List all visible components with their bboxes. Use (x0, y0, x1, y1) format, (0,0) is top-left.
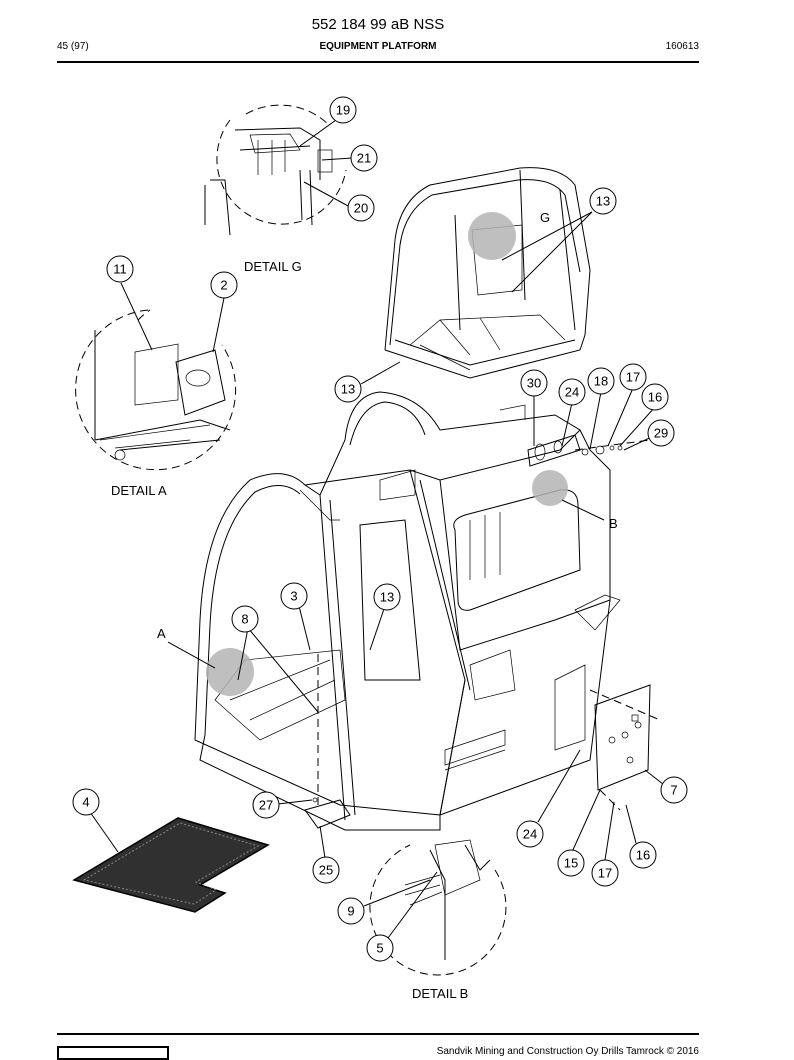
cab-roof-module (384, 167, 591, 379)
document-number: 552 184 99 aB NSS (311, 16, 445, 33)
callout-13-floor: 13 (334, 375, 362, 403)
svg-text:24: 24 (523, 827, 537, 842)
svg-text:5: 5 (376, 941, 383, 956)
callout-18: 18 (587, 367, 615, 395)
header-rule (57, 61, 699, 63)
callout-5: 5 (366, 934, 394, 962)
svg-text:15: 15 (564, 856, 578, 871)
callout-29: 29 (647, 419, 675, 447)
svg-text:9: 9 (347, 904, 354, 919)
svg-text:8: 8 (241, 612, 248, 627)
detail-a-view (75, 282, 237, 471)
svg-text:17: 17 (598, 866, 612, 881)
callout-24-upper: 24 (558, 378, 586, 406)
svg-text:25: 25 (319, 863, 333, 878)
bracket-plate-assembly (527, 434, 651, 467)
svg-text:13: 13 (596, 194, 610, 209)
svg-text:16: 16 (636, 848, 650, 863)
callout-13-roof: 13 (589, 187, 617, 215)
svg-text:21: 21 (357, 151, 371, 166)
svg-text:11: 11 (113, 262, 127, 277)
letter-b: B (609, 516, 618, 531)
svg-text:4: 4 (82, 795, 89, 810)
callout-17-lower: 17 (591, 859, 619, 887)
callout-16-upper: 16 (641, 383, 669, 411)
detail-a-label: DETAIL A (111, 483, 167, 498)
callout-7: 7 (660, 776, 688, 804)
svg-text:17: 17 (626, 370, 640, 385)
detail-b-label: DETAIL B (412, 986, 468, 1001)
side-cover-panel (589, 684, 661, 811)
sandvik-logo (57, 1046, 169, 1060)
svg-text:3: 3 (290, 589, 297, 604)
page-number: 45 (97) (57, 41, 89, 52)
callout-20: 20 (347, 194, 375, 222)
callout-27: 27 (252, 791, 280, 819)
svg-text:19: 19 (336, 103, 350, 118)
svg-text:13: 13 (341, 382, 355, 397)
svg-text:27: 27 (259, 798, 273, 813)
callout-8: 8 (231, 605, 259, 633)
callout-25: 25 (312, 856, 340, 884)
letter-a: A (157, 626, 166, 641)
detail-g-label: DETAIL G (244, 259, 302, 274)
svg-text:29: 29 (654, 426, 668, 441)
svg-text:30: 30 (527, 376, 541, 391)
footer-copyright: Sandvik Mining and Construction Oy Drill… (436, 1046, 699, 1057)
detail-g-view (204, 104, 353, 236)
section-title: EQUIPMENT PLATFORM (319, 41, 437, 52)
callout-21: 21 (350, 144, 378, 172)
letter-g: G (540, 210, 550, 225)
callout-3: 3 (280, 582, 308, 610)
callout-11: 11 (106, 255, 134, 283)
callout-30: 30 (520, 369, 548, 397)
step-plate (304, 650, 351, 829)
svg-text:16: 16 (648, 390, 662, 405)
svg-text:7: 7 (670, 783, 677, 798)
callout-15: 15 (557, 849, 585, 877)
svg-text:13: 13 (380, 590, 394, 605)
callout-24-lower: 24 (516, 820, 544, 848)
svg-text:2: 2 (220, 278, 227, 293)
svg-text:24: 24 (565, 385, 579, 400)
callout-13-cab: 13 (373, 583, 401, 611)
callout-16-lower: 16 (629, 841, 657, 869)
callout-2: 2 (210, 271, 238, 299)
callout-19: 19 (329, 96, 357, 124)
footer-rule (57, 1033, 699, 1035)
detail-b-view (363, 839, 507, 976)
svg-text:18: 18 (594, 374, 608, 389)
svg-text:20: 20 (354, 201, 368, 216)
floor-mat (72, 817, 270, 913)
date-code: 160613 (665, 41, 699, 52)
callout-9: 9 (337, 897, 365, 925)
callout-4: 4 (72, 788, 100, 816)
callout-17-upper: 17 (619, 363, 647, 391)
leader-lines (89, 387, 669, 861)
